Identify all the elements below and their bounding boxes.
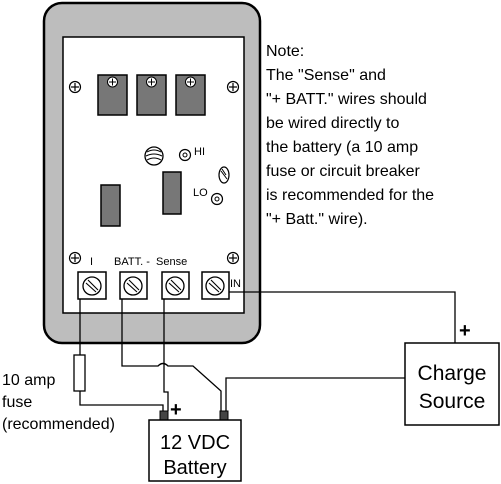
terminal-screw-icon	[205, 276, 225, 296]
power-transistor	[97, 74, 128, 116]
battery-negative-post	[219, 410, 229, 421]
lo-indicator-icon	[210, 192, 224, 206]
terminal-label-in: IN	[230, 278, 241, 290]
relay-left	[100, 184, 121, 227]
battery-box	[148, 419, 242, 482]
hi-label: HI	[194, 146, 205, 158]
power-transistor	[175, 74, 206, 116]
wire-fuse-to-battery	[79, 391, 164, 411]
note-line-1: Note:	[266, 43, 304, 60]
fuse-label-line-3: (recommended)	[2, 416, 115, 433]
mounting-screw-icon	[226, 80, 240, 94]
battery-label-line-2: Battery	[163, 457, 226, 479]
terminal-label-sense: Sense	[156, 256, 187, 268]
battery: + 12 VDC Battery	[148, 399, 242, 482]
power-transistor	[136, 74, 167, 116]
wire-charge-to-battery	[225, 377, 405, 411]
relay-right	[162, 171, 182, 215]
fuse-component	[73, 354, 86, 392]
note-line-2: The "Sense" and	[266, 67, 386, 84]
potentiometer-icon	[144, 146, 164, 166]
terminal-screw-icon	[123, 276, 143, 296]
mounting-screw-icon	[226, 251, 240, 265]
battery-plus-sign: +	[170, 399, 182, 421]
note-line-5: the battery (a 10 amp	[266, 139, 418, 156]
charge-source-plus-sign: +	[459, 320, 471, 342]
fuse-label: 10 amp fuse (recommended)	[2, 372, 115, 433]
trim-adjuster-icon	[218, 166, 230, 184]
battery-label-line-1: 12 VDC	[160, 432, 230, 454]
note-line-4: be wired directly to	[266, 115, 399, 132]
note-text: Note: The "Sense" and "+ BATT." wires sh…	[266, 43, 434, 228]
terminal-label-plus: I	[90, 256, 93, 268]
note-line-8: "+ Batt." wire).	[266, 211, 368, 228]
terminal-block	[77, 271, 230, 300]
wiring	[79, 291, 456, 411]
note-line-7: is recommended for the	[266, 187, 434, 204]
wire-in-to-charge	[229, 291, 456, 343]
mounting-screw-icon	[68, 251, 82, 265]
controller-device: HI LO I BATT. - Sense IN	[42, 1, 262, 345]
note-line-6: fuse or circuit breaker	[266, 163, 421, 180]
battery-positive-post	[159, 410, 169, 421]
charge-source-label-line-2: Source	[419, 390, 486, 413]
terminal-label-batt: BATT. -	[114, 256, 150, 268]
terminal-screw-icon	[82, 276, 102, 296]
fuse-label-line-1: 10 amp	[2, 372, 55, 389]
wire-sense	[163, 299, 169, 411]
charge-source-label-line-1: Charge	[418, 362, 487, 385]
charge-source: + Charge Source	[404, 320, 500, 426]
terminal-screw-icon	[165, 276, 185, 296]
note-line-3: "+ BATT." wires should	[266, 91, 427, 108]
hi-indicator-icon	[178, 148, 192, 162]
fuse-label-line-2: fuse	[2, 394, 32, 411]
charge-source-box	[404, 342, 500, 426]
mounting-screw-icon	[68, 80, 82, 94]
lo-label: LO	[193, 187, 208, 199]
